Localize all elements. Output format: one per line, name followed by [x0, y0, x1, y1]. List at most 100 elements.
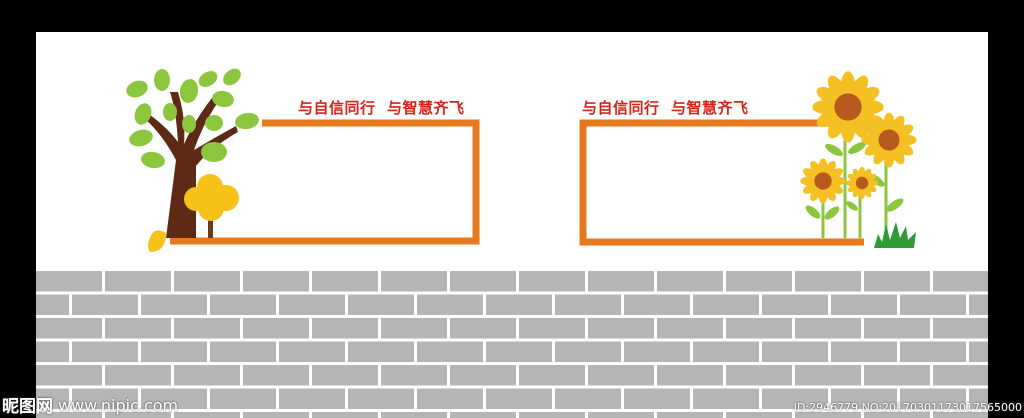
brick [450, 318, 516, 339]
brick [762, 388, 828, 409]
brick [243, 318, 309, 339]
brick [933, 365, 988, 386]
brick [72, 294, 138, 315]
brick [141, 294, 207, 315]
brick [72, 388, 138, 409]
brick [141, 341, 207, 362]
brick [657, 412, 723, 418]
brick [588, 365, 654, 386]
brick [450, 365, 516, 386]
brick [864, 365, 930, 386]
brick [348, 341, 414, 362]
brick [726, 412, 792, 418]
brick [36, 318, 102, 339]
brick [105, 412, 171, 418]
brick [693, 341, 759, 362]
brick [969, 294, 988, 315]
tree-icon [126, 68, 259, 238]
brick [417, 294, 483, 315]
brick [657, 365, 723, 386]
brick [450, 412, 516, 418]
brick [243, 271, 309, 292]
brick [279, 294, 345, 315]
brick [555, 294, 621, 315]
brick [279, 388, 345, 409]
brick [210, 294, 276, 315]
brick [624, 341, 690, 362]
brick [36, 412, 102, 418]
brick [933, 318, 988, 339]
brick [762, 294, 828, 315]
brick [519, 271, 585, 292]
right-panel [579, 71, 917, 248]
brick [486, 294, 552, 315]
brick [726, 271, 792, 292]
brick [795, 318, 861, 339]
brick [36, 341, 69, 362]
brick [588, 271, 654, 292]
brick [969, 388, 988, 409]
brick [105, 365, 171, 386]
brick [381, 271, 447, 292]
brick [450, 271, 516, 292]
brick [900, 388, 966, 409]
brick [486, 341, 552, 362]
brick [657, 271, 723, 292]
brick [693, 294, 759, 315]
brick [210, 341, 276, 362]
brick [657, 318, 723, 339]
brick [279, 341, 345, 362]
brick [486, 388, 552, 409]
brick [519, 318, 585, 339]
brick [900, 341, 966, 362]
left-orange-frame [170, 119, 480, 245]
brick [312, 271, 378, 292]
brick [831, 388, 897, 409]
brick [588, 318, 654, 339]
brick [105, 271, 171, 292]
brick [519, 412, 585, 418]
brick [312, 318, 378, 339]
brick [348, 294, 414, 315]
brick [519, 365, 585, 386]
brick [36, 294, 69, 315]
left-panel [126, 68, 480, 252]
brick [693, 388, 759, 409]
brick [933, 412, 988, 418]
brick [933, 271, 988, 292]
brick [348, 388, 414, 409]
brick [864, 318, 930, 339]
brick [831, 341, 897, 362]
brick [312, 412, 378, 418]
brick [864, 271, 930, 292]
brick [969, 341, 988, 362]
brick [417, 341, 483, 362]
brick [141, 388, 207, 409]
brick [312, 365, 378, 386]
brick [555, 388, 621, 409]
brick [555, 341, 621, 362]
brick [36, 271, 102, 292]
left-slogan: 与自信同行 与智慧齐飞 [298, 99, 465, 117]
brick [210, 388, 276, 409]
brick [174, 365, 240, 386]
watermark-id: ID:2946779 NO:20170301173017565000 [793, 401, 1022, 414]
brick [831, 294, 897, 315]
brick-wall [36, 268, 988, 418]
brick [381, 365, 447, 386]
brick [864, 412, 930, 418]
brick [588, 412, 654, 418]
brick [72, 341, 138, 362]
watermark-logo: 昵图网 [2, 397, 53, 417]
brick [174, 412, 240, 418]
brick [795, 365, 861, 386]
brick [381, 318, 447, 339]
watermark-url: www.nipic.com [58, 396, 179, 415]
brick [174, 271, 240, 292]
brick [795, 271, 861, 292]
brick [624, 388, 690, 409]
brick [36, 388, 69, 409]
brick [174, 318, 240, 339]
brick [417, 388, 483, 409]
brick [726, 365, 792, 386]
